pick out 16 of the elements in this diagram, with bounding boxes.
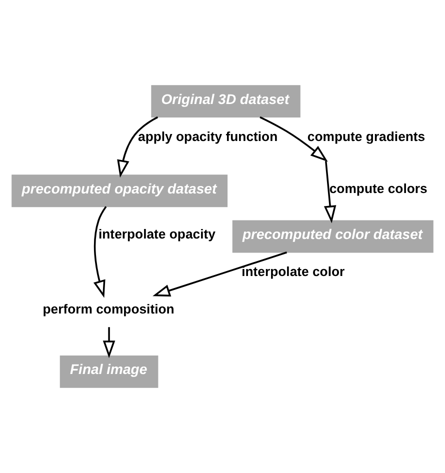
edge-label: compute colors xyxy=(329,181,428,196)
node-box: precomputed opacity dataset xyxy=(12,174,228,208)
arrow xyxy=(93,206,107,298)
arrow xyxy=(117,116,158,178)
edge-label: interpolate color xyxy=(242,264,345,280)
edge-label: apply opacity function xyxy=(138,128,278,144)
node-text: perform composition xyxy=(42,301,174,316)
arrow xyxy=(260,116,328,162)
arrow xyxy=(310,146,336,224)
node-box: precomputed color dataset xyxy=(232,220,434,253)
node-box: Original 3D dataset xyxy=(151,85,300,118)
arrow xyxy=(152,252,288,296)
edge-label: interpolate opacity xyxy=(98,226,216,242)
node-box: Final image xyxy=(60,355,158,388)
arrow xyxy=(102,327,116,358)
edge-label: compute gradients xyxy=(307,128,426,144)
